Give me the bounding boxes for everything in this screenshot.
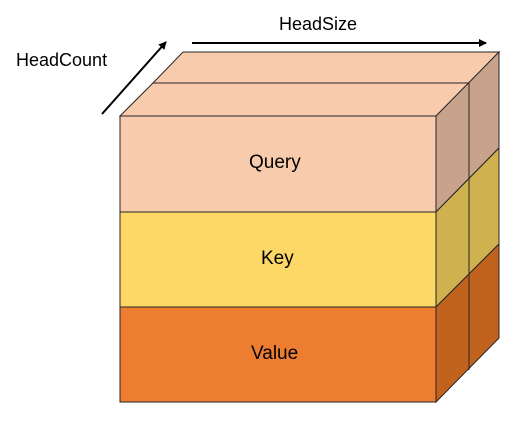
head-size-label: HeadSize — [279, 14, 358, 34]
cube-top-back-slice — [151, 51, 501, 84]
cube-top-front-slice — [118, 82, 471, 117]
value-front-face — [119, 306, 437, 403]
query-front-face — [119, 115, 437, 213]
key-label: Key — [261, 248, 294, 269]
value-label: Value — [251, 343, 299, 364]
head-count-arrow — [101, 41, 167, 115]
head-count-label: HeadCount — [16, 50, 108, 70]
query-label: Query — [249, 152, 301, 173]
